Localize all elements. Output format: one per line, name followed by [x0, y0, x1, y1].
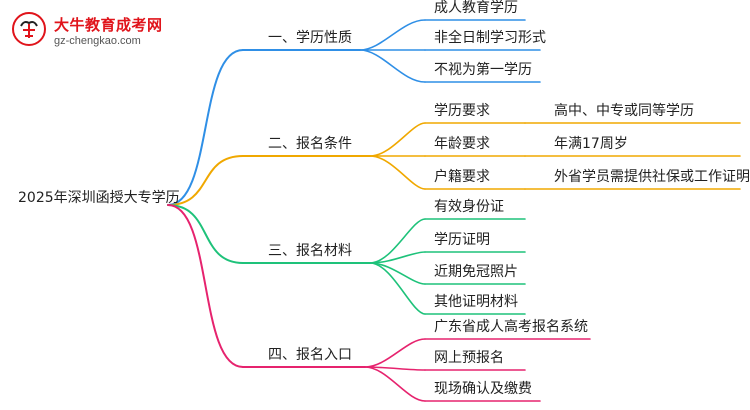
- branch-connector: [167, 155, 244, 206]
- leaf-topic: 学历证明: [434, 232, 490, 248]
- leaf-connector: [369, 262, 426, 315]
- branch-topic: 一、学历性质: [268, 30, 352, 46]
- branch-connector: [167, 49, 244, 206]
- leaf-connector: [359, 19, 426, 51]
- leaf-topic: 其他证明材料: [434, 294, 518, 310]
- logo-url: gz-chengkao.com: [54, 35, 141, 47]
- leaf-topic: 非全日制学习形式: [434, 30, 546, 46]
- leaf-connector: [364, 338, 426, 368]
- leaf-topic: 户籍要求: [434, 169, 490, 185]
- site-logo: 大牛教育成考网 gz-chengkao.com: [8, 8, 178, 58]
- leaf-topic: 年龄要求: [434, 136, 490, 152]
- leaf-connector: [369, 155, 426, 190]
- detail-topic: 年满17周岁: [554, 136, 628, 152]
- root-topic: 2025年深圳函授大专学历: [18, 190, 180, 206]
- bull-badge-icon: [12, 12, 46, 46]
- branch-topic: 三、报名材料: [268, 243, 352, 259]
- leaf-topic: 广东省成人高考报名系统: [434, 319, 588, 335]
- leaf-connector: [369, 218, 426, 264]
- detail-topic: 外省学员需提供社保或工作证明: [554, 169, 750, 185]
- leaf-connector: [359, 49, 426, 83]
- branch-connector: [167, 204, 244, 264]
- branch-topic: 四、报名入口: [268, 347, 352, 363]
- leaf-topic: 近期免冠照片: [434, 264, 518, 280]
- branch-topic: 二、报名条件: [268, 136, 352, 152]
- leaf-connector: [369, 122, 426, 157]
- leaf-topic: 现场确认及缴费: [434, 381, 532, 397]
- leaf-topic: 网上预报名: [434, 350, 504, 366]
- branch-connector: [167, 204, 244, 368]
- logo-name: 大牛教育成考网: [54, 16, 163, 34]
- leaf-topic: 不视为第一学历: [434, 62, 532, 78]
- detail-topic: 高中、中专或同等学历: [554, 103, 694, 119]
- leaf-connector: [364, 366, 426, 402]
- leaf-topic: 成人教育学历: [434, 0, 518, 16]
- leaf-topic: 学历要求: [434, 103, 490, 119]
- leaf-topic: 有效身份证: [434, 199, 504, 215]
